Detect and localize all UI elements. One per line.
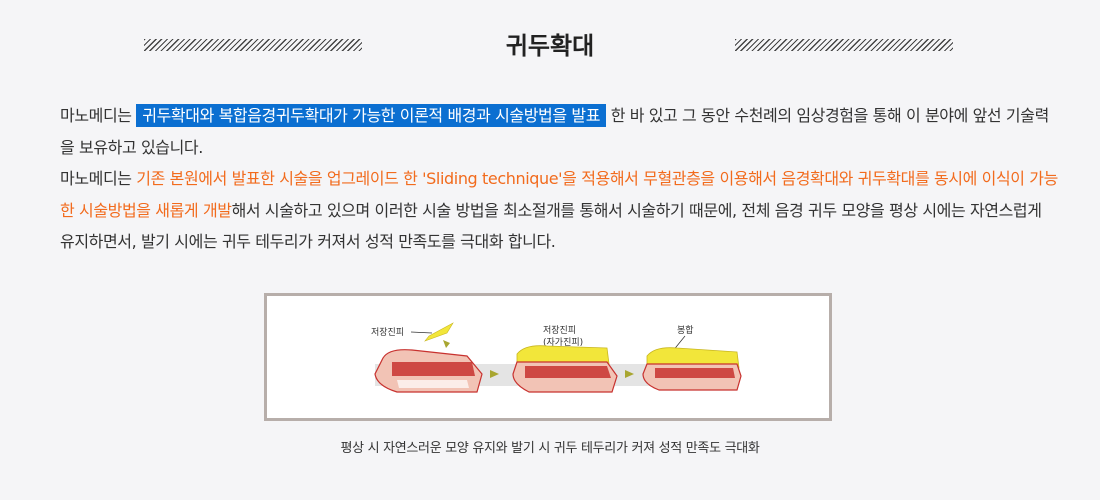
label-graft-2-sub: (자가진피): [543, 337, 583, 348]
paragraph-2: 마노메디는 기존 본원에서 발표한 시술을 업그레이드 한 'Sliding t…: [60, 169, 1058, 251]
graft-piece: [424, 322, 454, 342]
label-graft-2: 저장진피: [543, 325, 576, 336]
stage-2: 저장진피 (자가진피): [512, 325, 618, 393]
page-title: 귀두확대: [505, 32, 595, 60]
paragraph-1: 마노메디는 귀두확대와 복합음경귀두확대가 가능한 이론적 배경과 시술방법을 …: [60, 104, 1049, 157]
arrow-down-icon: [443, 340, 450, 348]
graft-layer-2: [516, 345, 610, 367]
arrow-right-icon: [625, 370, 634, 378]
label-graft-1: 저장진피: [371, 327, 404, 338]
stage-3: 봉합: [642, 325, 742, 391]
stage-1: 저장진피: [371, 322, 483, 393]
label-suture: 봉합: [677, 325, 694, 336]
figure-caption: 평상 시 자연스러운 모양 유지와 발기 시 귀두 테두리가 커져 성적 만족도…: [340, 441, 760, 456]
description-text: 마노메디는 귀두확대와 복합음경귀두확대가 가능한 이론적 배경과 시술방법을 …: [60, 100, 1060, 258]
arrow-right-icon: [490, 370, 499, 378]
graft-layer-3: [646, 347, 740, 369]
title-decoration-left: [144, 39, 362, 51]
procedure-illustration: 저장진피 저장진피 (자가진피) 봉합: [264, 293, 832, 421]
title-decoration-right: [735, 39, 953, 51]
section-header: 귀두확대: [0, 22, 1100, 66]
procedure-diagram: 저장진피 저장진피 (자가진피) 봉합: [371, 322, 742, 393]
highlight-blue: 귀두확대와 복합음경귀두확대가 가능한 이론적 배경과 시술방법을 발표: [136, 104, 607, 127]
highlight-orange: 기존 본원에서 발표한 시술을 업그레이드 한 'Sliding techniq…: [60, 169, 1058, 220]
